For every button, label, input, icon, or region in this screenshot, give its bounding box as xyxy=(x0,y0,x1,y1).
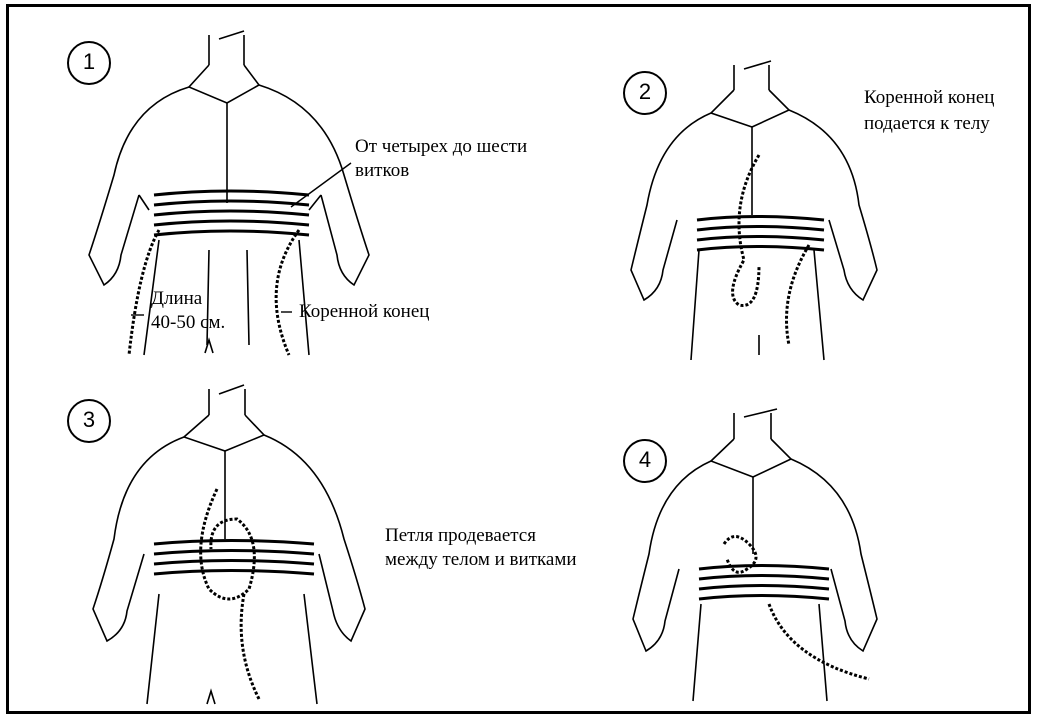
rope-coils xyxy=(154,191,309,235)
length-label: Длина 40-50 см. xyxy=(151,287,225,335)
standing-end-note: Коренной конец подается к телу xyxy=(864,85,994,137)
loop-note: Петля продевается между телом и витками xyxy=(385,524,577,572)
step-3-panel: 3 Петля проде xyxy=(59,379,619,711)
turns-label: От четырех до шести витков xyxy=(355,135,527,183)
person-figure-2 xyxy=(619,25,1029,365)
rope-standing-end xyxy=(276,230,299,355)
standing-end-label: Коренной конец xyxy=(299,300,429,324)
diagram-frame: 1 xyxy=(6,4,1031,714)
step-4-panel: 4 xyxy=(619,379,1029,711)
step-1-panel: 1 xyxy=(59,25,619,365)
step-2-panel: 2 Коренной ко xyxy=(619,25,1029,365)
person-figure-4 xyxy=(619,379,1029,711)
